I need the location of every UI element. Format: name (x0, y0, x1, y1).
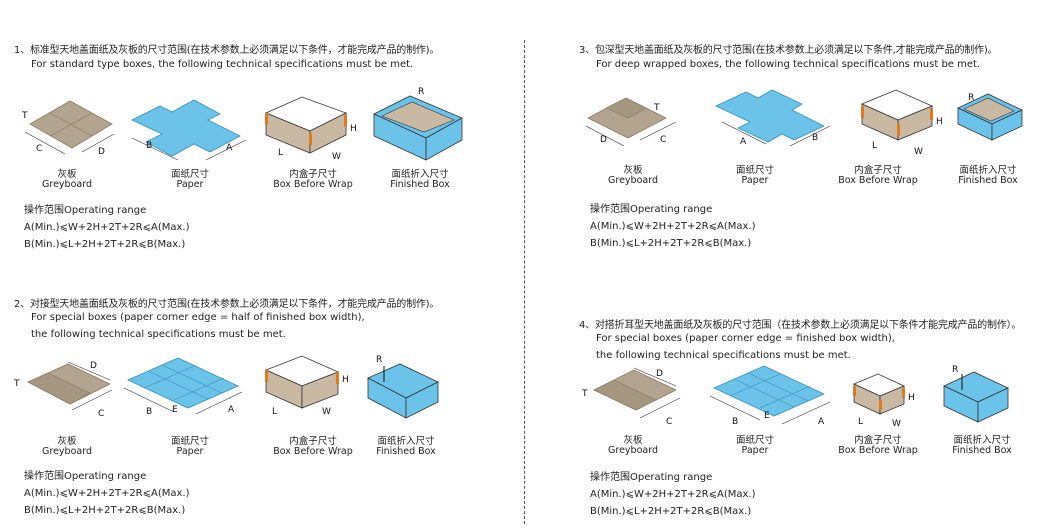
dim-a: A (226, 143, 233, 153)
operating-range: 操作范围Operating range A(Min.)⩽W+2H+2T+2R⩽A… (24, 471, 190, 516)
dim-c: C (98, 409, 104, 419)
dim-d: D (90, 361, 97, 371)
dim-h: H (908, 393, 915, 403)
dim-w: W (332, 152, 341, 162)
dim-t: T (581, 389, 588, 399)
column-divider (524, 40, 525, 524)
dim-d: D (656, 369, 663, 379)
dim-a: A (228, 405, 235, 415)
dim-w: W (914, 147, 923, 157)
inner-box-diagram: H L W (860, 89, 943, 157)
section-4-desc-2: the following technical specifications m… (596, 350, 851, 361)
dim-e: E (764, 411, 770, 421)
inner-box-diagram: H L W (264, 355, 349, 417)
dim-r: R (418, 87, 424, 97)
greyboard-diagram: T C D (21, 100, 115, 157)
dim-l: L (272, 407, 277, 417)
section-4-desc-1: For special boxes (paper corner edge = f… (596, 333, 895, 344)
dim-w: W (322, 407, 331, 417)
dim-h: H (936, 117, 943, 127)
section-3-title: 3、包深型天地盖面纸及灰板的尺寸范围(在技术参数上必须满足以下条件,才能完成产品… (579, 45, 998, 56)
greyboard-diagram: T D C (581, 367, 681, 427)
inner-box-diagram: H L W (853, 373, 915, 429)
dim-c: C (36, 144, 42, 154)
section-4-title: 4、对搭折耳型天地盖面纸及灰板的尺寸范围（在技术参数上必须满足以下条件才能完成产… (579, 320, 1022, 331)
section-1-title: 1、标准型天地盖面纸及灰板的尺寸范围(在技术参数上必须满足以下条件，才能完成产品… (14, 45, 440, 56)
dim-d: D (600, 135, 607, 145)
operating-range: 操作范围Operating range A(Min.)⩽W+2H+2T+2R⩽A… (24, 205, 190, 250)
operating-range: 操作范围Operating range A(Min.)⩽W+2H+2T+2R⩽A… (590, 204, 756, 249)
dim-e: E (172, 405, 178, 415)
dim-d: D (98, 147, 105, 157)
dim-t: T (13, 379, 20, 389)
dim-l: L (278, 148, 283, 158)
finished-box-diagram: R (373, 87, 463, 161)
dim-c: C (660, 135, 666, 145)
finished-box-diagram: R (367, 355, 439, 419)
dim-l: L (872, 141, 877, 151)
dim-w: W (892, 419, 901, 429)
operating-range: 操作范围Operating range A(Min.)⩽W+2H+2T+2R⩽A… (590, 472, 756, 517)
section-1-desc: For standard type boxes, the following t… (31, 59, 414, 70)
paper-diagram: B E A (123, 357, 243, 417)
dim-b: B (146, 141, 152, 151)
dim-r: R (968, 93, 974, 103)
section-2-desc-1: For special boxes (paper corner edge = h… (31, 312, 365, 323)
finished-box-diagram: R (943, 365, 1009, 423)
dim-r: R (376, 355, 382, 365)
dim-t: T (21, 111, 28, 121)
paper-diagram: A B (715, 89, 831, 147)
section-2-desc-2: the following technical specifications m… (31, 329, 286, 340)
section-3-desc: For deep wrapped boxes, the following te… (596, 59, 981, 70)
dim-h: H (350, 124, 357, 134)
dim-a: A (740, 137, 747, 147)
dim-b: B (146, 407, 152, 417)
dim-h: H (342, 375, 349, 385)
greyboard-diagram: T D C (585, 97, 677, 147)
dim-b: B (812, 133, 818, 143)
paper-diagram: B E A (709, 365, 831, 427)
dim-a: A (818, 417, 825, 427)
greyboard-diagram: T D C (13, 361, 113, 419)
section-2-title: 2、对接型天地盖面纸及灰板的尺寸范围(在技术参数上必须满足以下条件，才能完成产品… (14, 299, 440, 310)
finished-box-diagram: R (957, 93, 1023, 141)
dim-b: B (732, 417, 738, 427)
dim-c: C (666, 417, 672, 427)
dim-l: L (858, 417, 863, 427)
paper-diagram: B A (131, 99, 247, 161)
dim-r: R (952, 365, 958, 375)
dim-t: T (653, 103, 660, 113)
inner-box-diagram: H L W (264, 96, 357, 162)
